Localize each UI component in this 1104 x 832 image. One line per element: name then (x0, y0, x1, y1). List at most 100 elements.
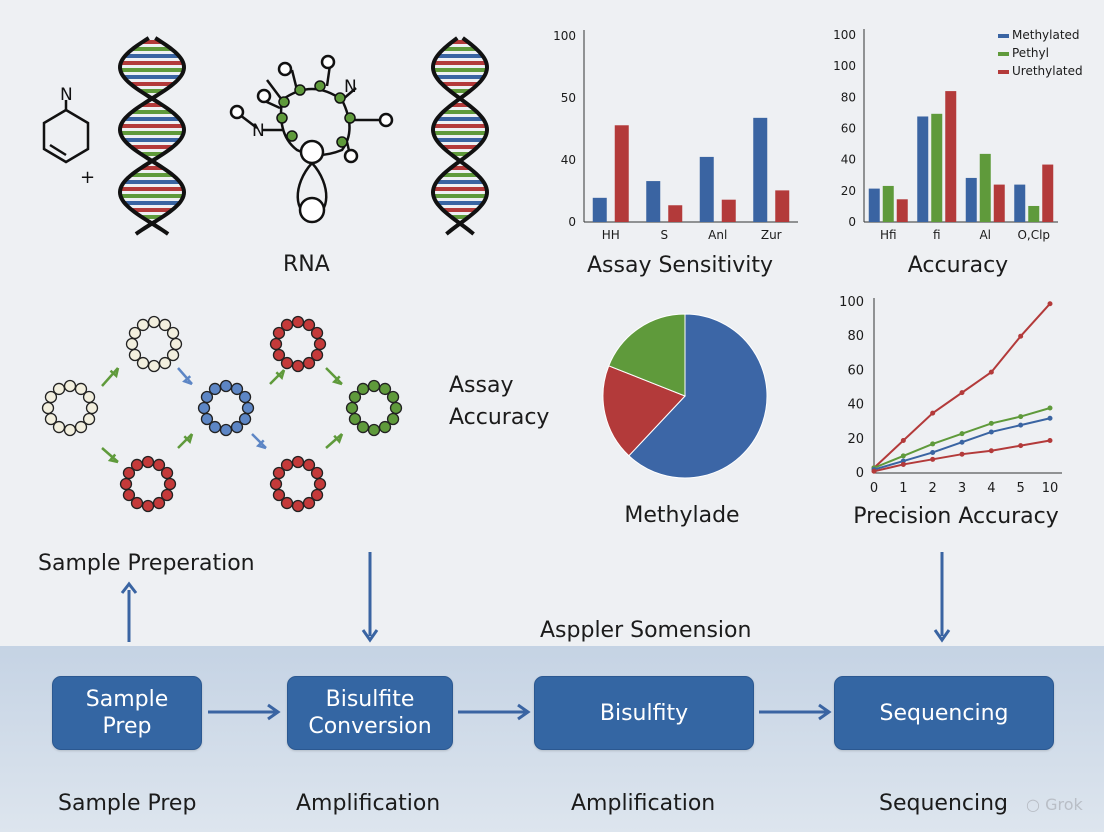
watermark-text: Grok (1045, 795, 1083, 814)
network-arrow (251, 433, 267, 449)
workflow-caption-4: Sequencing (879, 791, 1009, 816)
network-arrow (325, 433, 343, 449)
data-point (959, 431, 965, 437)
network-arrowhead (275, 369, 286, 381)
ring-bead (152, 458, 166, 472)
ring-bead (378, 382, 392, 396)
ring-bead (219, 379, 233, 393)
data-point (1018, 333, 1024, 339)
y-tick-label: 20 (841, 184, 856, 198)
ring-bead (238, 390, 252, 404)
y-tick-label: 40 (847, 398, 864, 413)
ring-bead (128, 326, 142, 340)
ring-bead (348, 390, 362, 404)
ring-bead (356, 420, 370, 434)
data-point (1047, 438, 1053, 444)
workflow-box-label: Sequencing (879, 700, 1009, 726)
x-tick-label: fi (933, 228, 941, 242)
ring-bead (82, 390, 96, 404)
ring-bead (160, 488, 174, 502)
bar (882, 185, 894, 222)
ring-bead (367, 379, 381, 393)
ring-bead (280, 496, 294, 510)
network-arrowhead (183, 433, 194, 445)
bar (965, 177, 977, 222)
data-point (959, 439, 965, 445)
chart-title: Accuracy (908, 253, 1008, 278)
ring-bead (44, 390, 58, 404)
network-arrow (325, 367, 343, 385)
ring-bead (302, 458, 316, 472)
ring-bead (389, 401, 403, 415)
bar (721, 199, 736, 222)
ring-bead (122, 466, 136, 480)
workflow-box-bisulfity[interactable]: Bisulfity (534, 676, 754, 750)
x-tick-label: Anl (708, 228, 727, 242)
ring-bead (310, 466, 324, 480)
sample-ring-network (41, 315, 403, 513)
workflow-box-bisulfite-conversion[interactable]: Bisulfite Conversion (287, 676, 453, 750)
ring-bead (200, 412, 214, 426)
y-tick-label: 100 (833, 28, 856, 42)
rna-n-label-1: N (344, 77, 357, 97)
workflow-box-label: Sample Prep (85, 687, 169, 739)
bar (592, 197, 607, 222)
x-tick-label: S (660, 228, 668, 242)
data-point (900, 461, 906, 467)
network-arrowhead (109, 367, 120, 379)
bar (917, 116, 929, 222)
y-tick-label: 100 (839, 295, 864, 310)
data-point (988, 369, 994, 375)
ring-bead (41, 401, 55, 415)
workflow-box-sequencing[interactable]: Sequencing (834, 676, 1054, 750)
data-point (930, 441, 936, 447)
ring-bead (378, 420, 392, 434)
workflow-caption-3: Amplification (571, 791, 716, 816)
bar (979, 153, 991, 222)
data-point (1047, 415, 1053, 421)
y-tick-label: 60 (841, 122, 856, 136)
data-point (930, 410, 936, 416)
y-tick-label: 20 (847, 432, 864, 447)
x-tick-label: 4 (987, 481, 995, 496)
network-arrowhead (182, 375, 193, 386)
y-tick-label: 100 (553, 29, 576, 43)
chart-title: Assay Sensitivity (587, 253, 773, 278)
ring-bead (345, 401, 359, 415)
y-tick-label: 0 (568, 215, 576, 229)
legend-label: Methylated (1012, 28, 1080, 42)
ring-bead (302, 496, 316, 510)
ring-bead (280, 458, 294, 472)
ring-bead (122, 488, 136, 502)
ring-bead (310, 348, 324, 362)
ring-bead (386, 390, 400, 404)
ring-bead (74, 382, 88, 396)
legend-label: Pethyl (1012, 46, 1049, 60)
ring-bead (302, 356, 316, 370)
workflow-caption-2: Amplification (296, 791, 441, 816)
data-point (988, 429, 994, 435)
ring-bead (52, 420, 66, 434)
series-line (873, 407, 1051, 469)
data-point (1018, 443, 1024, 449)
ring-bead (356, 382, 370, 396)
workflow-box-sample-prep[interactable]: Sample Prep (52, 676, 202, 750)
molecule-plus: + (80, 167, 95, 188)
data-point (1018, 414, 1024, 420)
ring-bead (136, 318, 150, 332)
ring-bead (310, 488, 324, 502)
bar (699, 156, 714, 222)
center-caption: Asppler Somension (540, 618, 752, 643)
workflow-arrow-icon-1 (208, 703, 281, 721)
ring-bead (85, 401, 99, 415)
workflow-arrow-icon-3 (759, 703, 832, 721)
bar (614, 125, 629, 222)
dna-helix-icon-right (430, 36, 490, 236)
bar (775, 190, 790, 222)
bar (931, 113, 943, 222)
x-tick-label: 5 (1017, 481, 1025, 496)
helix-strand (430, 36, 490, 236)
ring-bead (313, 477, 327, 491)
ring-bead (163, 477, 177, 491)
